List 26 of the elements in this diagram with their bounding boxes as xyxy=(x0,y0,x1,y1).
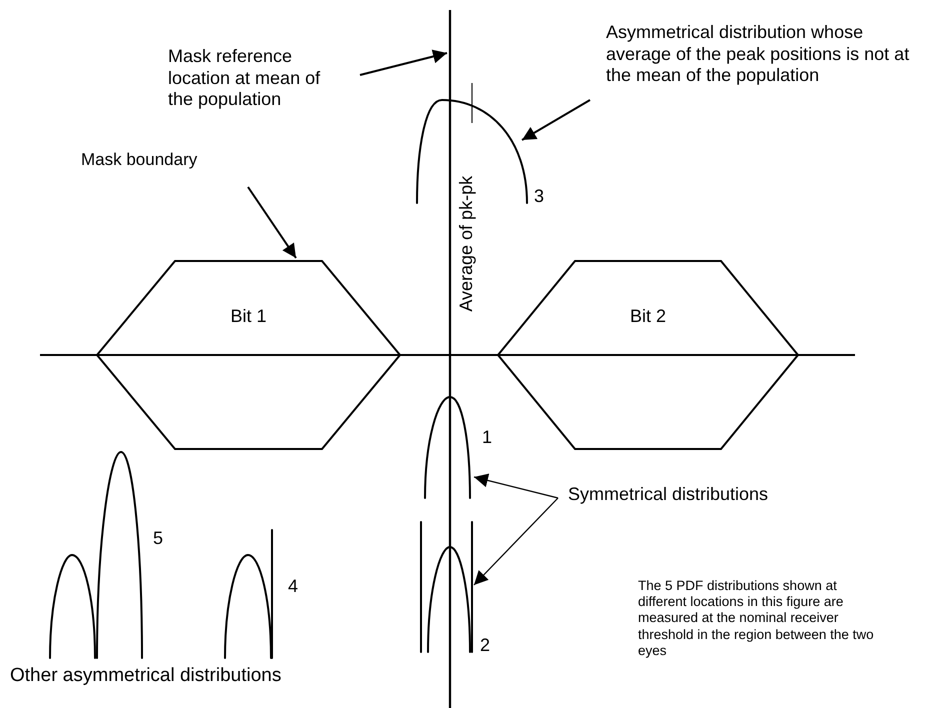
distribution-curve xyxy=(424,396,471,499)
callout-number: 2 xyxy=(480,635,490,657)
note-text: The 5 PDF distributions shown at different locations in this figure are measured at the nominal receiver threshold in the region between the two eyes xyxy=(638,578,875,659)
arrow xyxy=(474,498,558,586)
arrow xyxy=(474,474,558,499)
mask-hexagon xyxy=(498,260,798,450)
mask-label: Bit 2 xyxy=(628,306,668,328)
arrow xyxy=(522,99,590,141)
distribution-curve xyxy=(49,451,143,659)
callout-text: Mask boundary xyxy=(81,150,241,170)
mask-label: Bit 1 xyxy=(229,306,268,328)
callout-text: Mask reference location at mean of the population xyxy=(168,46,338,111)
arrow xyxy=(360,50,448,76)
callout-number: 3 xyxy=(534,186,544,208)
mean-line xyxy=(448,10,452,708)
callout-number: 5 xyxy=(153,528,164,550)
callout-text: Symmetrical distributions xyxy=(568,484,808,506)
group-caption: Other asymmetrical distributions xyxy=(10,665,282,688)
arrow xyxy=(247,186,297,259)
distribution-curve xyxy=(420,521,473,653)
callout-number: 4 xyxy=(288,576,298,598)
mask-hexagon xyxy=(97,260,400,450)
callout-text: Asymmetrical distribution whose average of the peak positions is not at the mean of the population xyxy=(606,22,924,87)
callout-number: 1 xyxy=(482,427,492,449)
distribution-curve xyxy=(224,529,273,659)
axis-label: Average of pk-pk xyxy=(456,174,478,314)
